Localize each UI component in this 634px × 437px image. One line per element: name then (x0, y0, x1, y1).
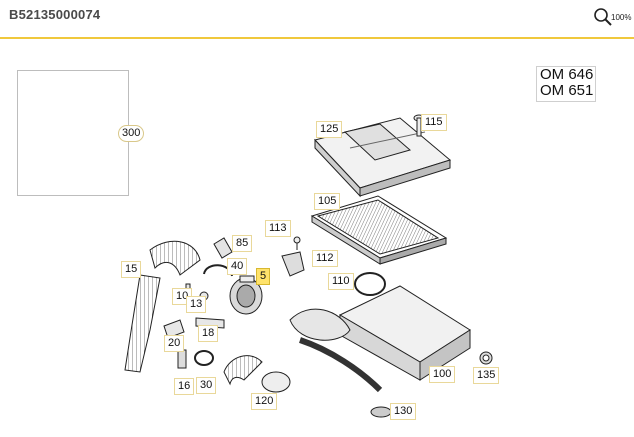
header-bar: B52135000074 100% (0, 0, 634, 39)
maf-sensor (229, 275, 263, 315)
filter-element (310, 195, 448, 265)
kit-inset (17, 70, 129, 196)
callout-100[interactable]: 100 (429, 366, 456, 383)
callout-20[interactable]: 20 (164, 335, 185, 352)
callout-40[interactable]: 40 (227, 258, 248, 275)
housing-cover (314, 117, 452, 198)
grommet-part (479, 351, 493, 365)
engine-variants: OM 646 OM 651 (536, 66, 596, 102)
callout-30[interactable]: 30 (196, 377, 217, 394)
callout-113[interactable]: 113 (265, 220, 291, 237)
sensor-part (213, 237, 233, 259)
pipe-part (177, 349, 187, 369)
zoom-level: 100% (611, 13, 632, 22)
diagram-title: B52135000074 (9, 7, 101, 22)
callout-130[interactable]: 130 (390, 403, 417, 420)
callout-105[interactable]: 105 (314, 193, 341, 210)
zoom-button[interactable]: 100% (592, 6, 632, 28)
callout-15[interactable]: 15 (121, 261, 142, 278)
callout-5[interactable]: 5 (256, 268, 271, 285)
engine-variant-1: OM 646 (540, 66, 594, 83)
callout-135[interactable]: 135 (473, 367, 500, 384)
engine-variant-2: OM 651 (540, 82, 594, 99)
screw-part (293, 236, 301, 250)
callout-115[interactable]: 115 (421, 114, 447, 131)
air-duct (223, 355, 291, 393)
cap-part (370, 406, 392, 418)
hose-clamp (194, 350, 214, 366)
callout-16[interactable]: 16 (174, 378, 195, 395)
callout-120[interactable]: 120 (251, 393, 278, 410)
callout-18[interactable]: 18 (198, 325, 219, 342)
callout-112[interactable]: 112 (312, 250, 338, 267)
callout-13[interactable]: 13 (186, 296, 207, 313)
ring-seal (354, 272, 386, 296)
pressure-sensor (281, 251, 305, 277)
magnifier-icon (594, 8, 612, 26)
callout-300[interactable]: 300 (118, 125, 145, 142)
callout-85[interactable]: 85 (232, 235, 253, 252)
callout-110[interactable]: 110 (328, 273, 354, 290)
callout-125[interactable]: 125 (316, 121, 343, 138)
intake-hose (124, 240, 201, 373)
